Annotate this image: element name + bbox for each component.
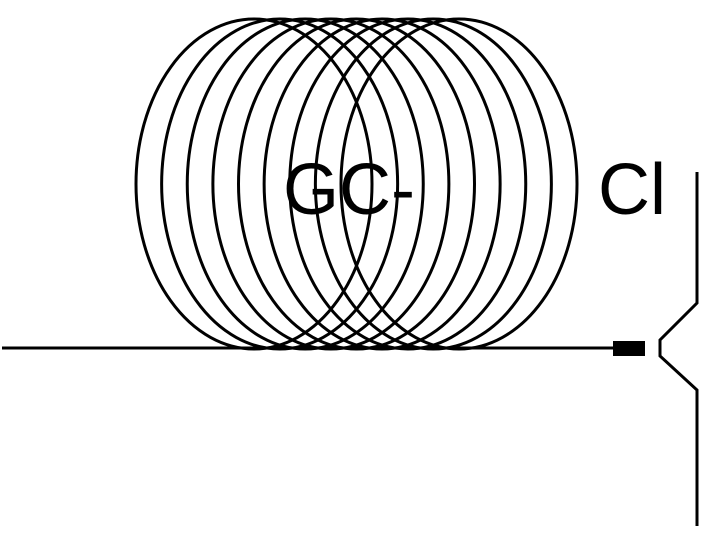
detector-label: Cl bbox=[598, 150, 666, 230]
detector-inlet-bracket-icon bbox=[658, 172, 699, 526]
column-label: GC- bbox=[283, 150, 415, 230]
connector-block-icon bbox=[613, 341, 645, 356]
